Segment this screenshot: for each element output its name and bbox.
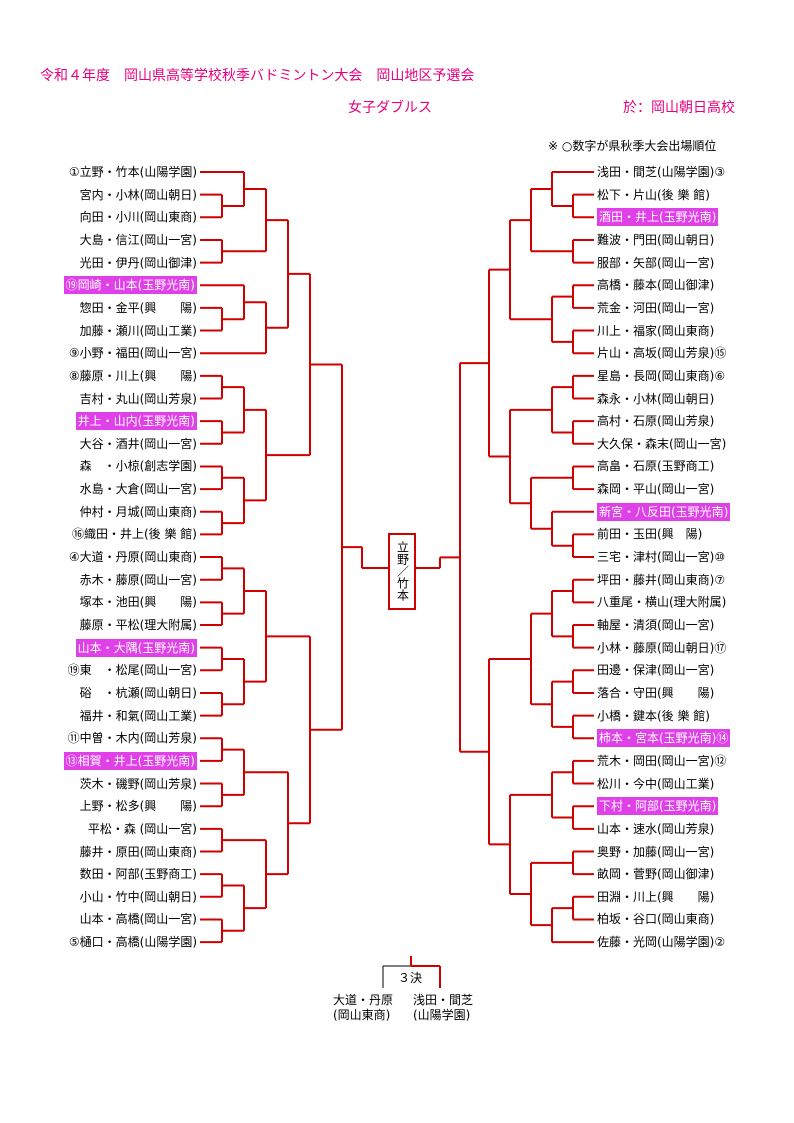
left-entry: 仲村・月城(岡山東商) (79, 504, 197, 519)
third-place-left-names: 大道・丹原 (333, 993, 394, 1007)
right-entry: 大久保・森末(岡山一宮) (597, 436, 727, 451)
right-entry: 高橋・藤本(岡山御津) (597, 278, 715, 293)
left-entry: 数田・阿部(玉野商工) (79, 867, 197, 882)
right-entry: 松下・片山(後 樂 館) (597, 187, 710, 202)
right-entry: 坪田・藤井(岡山東商)⑦ (597, 572, 726, 587)
third-place-label: ３決 (398, 971, 423, 985)
right-entry: 田邊・保津(岡山一宮) (597, 663, 715, 678)
right-entry: 三宅・津村(岡山一宮)⑩ (597, 550, 726, 565)
left-entry: 宮内・小林(岡山朝日) (79, 187, 197, 202)
left-entry: 茨木・磯野(岡山芳泉) (79, 776, 197, 791)
third-place-right-school: (山陽学園) (413, 1008, 471, 1022)
third-place-right-names: 浅田・間芝 (413, 993, 474, 1007)
right-entry: 落合・守田(興 陽) (597, 685, 715, 700)
left-entry: 水島・大倉(岡山一宮) (79, 482, 197, 497)
right-entry: 片山・高坂(岡山芳泉)⑮ (597, 346, 727, 361)
left-entry: 藤原・平松(理大附属) (79, 618, 197, 632)
right-entry: 森岡・平山(岡山一宮) (597, 482, 715, 497)
left-entry: 惣田・金平(興 陽) (79, 300, 197, 315)
right-entry: 奥野・加藤(岡山一宮) (597, 844, 715, 859)
left-entry: 大谷・酒井(岡山一宮) (79, 436, 197, 451)
right-entry: 酒田・井上(玉野光南) (597, 208, 719, 227)
left-entry: 小山・竹中(岡山朝日) (79, 889, 197, 904)
left-entry: 森 ・小椋(創志学園) (79, 459, 197, 474)
ranking-note: ※ ○数字が県秋季大会出場順位 (548, 139, 717, 153)
right-entry: 難波・門田(岡山朝日) (597, 232, 715, 247)
event-name: 女子ダブルス (348, 100, 432, 116)
right-entry: 新宮・八反田(玉野光南) (597, 502, 731, 521)
left-entry: ⑯織田・井上(後 樂 館) (72, 527, 197, 542)
right-entry: 松川・今中(岡山工業) (597, 776, 715, 791)
left-entry: 山本・高橋(岡山一宮) (79, 912, 197, 927)
right-entry: 服部・矢部(岡山一宮) (597, 255, 715, 270)
right-entry: 小橋・鍵本(後 樂 館) (597, 708, 710, 723)
left-entry: 光田・伊丹(岡山御津) (79, 255, 197, 270)
right-entry: 軸屋・清須(岡山一宮) (597, 618, 715, 632)
left-entry: 硲 ・杭瀬(岡山朝日) (79, 685, 197, 700)
left-entry: ⑪中曽・木内(岡山芳泉) (67, 731, 197, 746)
right-entry: 森永・小林(岡山朝日) (597, 391, 715, 406)
right-entry: 佐藤・光岡(山陽学園)② (597, 935, 726, 950)
left-entry: 藤井・原田(岡山東商) (79, 844, 197, 859)
right-entry: 浅田・間芝(山陽学園)③ (597, 165, 726, 179)
champion-box: 立野／竹本 (388, 533, 416, 610)
left-entry: 塚本・池田(興 陽) (79, 595, 197, 610)
left-entry: ①立野・竹本(山陽学園) (68, 165, 197, 179)
right-entry: 小林・藤原(岡山朝日)⑰ (597, 640, 727, 655)
right-entry: 高畠・石原(玉野商工) (597, 459, 715, 474)
left-entry: 吉村・丸山(岡山芳泉) (79, 391, 197, 406)
right-entry: 川上・福家(岡山東商) (597, 323, 715, 338)
right-entry: 八重尾・横山(理大附属) (597, 595, 727, 610)
right-entry: 田淵・川上(興 陽) (597, 889, 715, 904)
left-entry: ⑨小野・福田(岡山一宮) (68, 346, 197, 361)
right-entry: 荒木・岡田(岡山一宮)⑫ (597, 753, 727, 768)
left-entry: ④大道・丹原(岡山東商) (68, 550, 197, 565)
right-entry: 山本・速水(岡山芳泉) (597, 821, 715, 836)
right-entry: 星島・長岡(岡山東商)⑥ (597, 368, 726, 383)
venue: 於：岡山朝日高校 (623, 100, 735, 116)
left-entry: 加藤・瀬川(岡山工業) (79, 323, 197, 338)
left-entry: ⑲岡崎・山本(玉野光南) (63, 276, 197, 295)
left-entry: 大島・信江(岡山一宮) (79, 232, 197, 247)
third-place-left-school: (岡山東商) (333, 1008, 391, 1022)
right-entry: 荒金・河田(岡山一宮) (597, 300, 715, 315)
right-entry: 柏坂・谷口(岡山東商) (597, 912, 715, 927)
right-entry: 高村・石原(岡山芳泉) (597, 414, 715, 429)
left-entry: ⑧藤原・川上(興 陽) (68, 368, 197, 383)
left-entry: 赤木・藤原(岡山一宮) (79, 572, 197, 587)
left-entry: ⑬相賀・井上(玉野光南) (63, 751, 197, 770)
right-entry: 前田・玉田(興 陽) (597, 527, 703, 542)
left-entry: 上野・松多(興 陽) (79, 799, 197, 814)
left-entry: 井上・山内(玉野光南) (75, 412, 197, 431)
right-entry: 下村・阿部(玉野光南) (597, 797, 719, 816)
left-entry: 山本・大隅(玉野光南) (75, 638, 197, 657)
left-entry: 向田・小川(岡山東商) (79, 210, 197, 225)
champion-name: 立野／竹本 (395, 541, 410, 601)
left-entry: 福井・和氣(岡山工業) (79, 708, 197, 723)
left-entry: ⑤樋口・高橋(山陽学園) (68, 935, 197, 950)
tournament-title: 令和４年度 岡山県高等学校秋季バドミントン大会 岡山地区予選会 (40, 68, 475, 84)
right-entry: 畝岡・菅野(岡山御津) (597, 867, 715, 882)
right-entry: 柿本・宮本(玉野光南)⑭ (597, 729, 731, 748)
left-entry: ⑲東 ・松尾(岡山一宮) (67, 663, 197, 678)
left-entry: 平松・森 (岡山一宮) (87, 821, 197, 836)
